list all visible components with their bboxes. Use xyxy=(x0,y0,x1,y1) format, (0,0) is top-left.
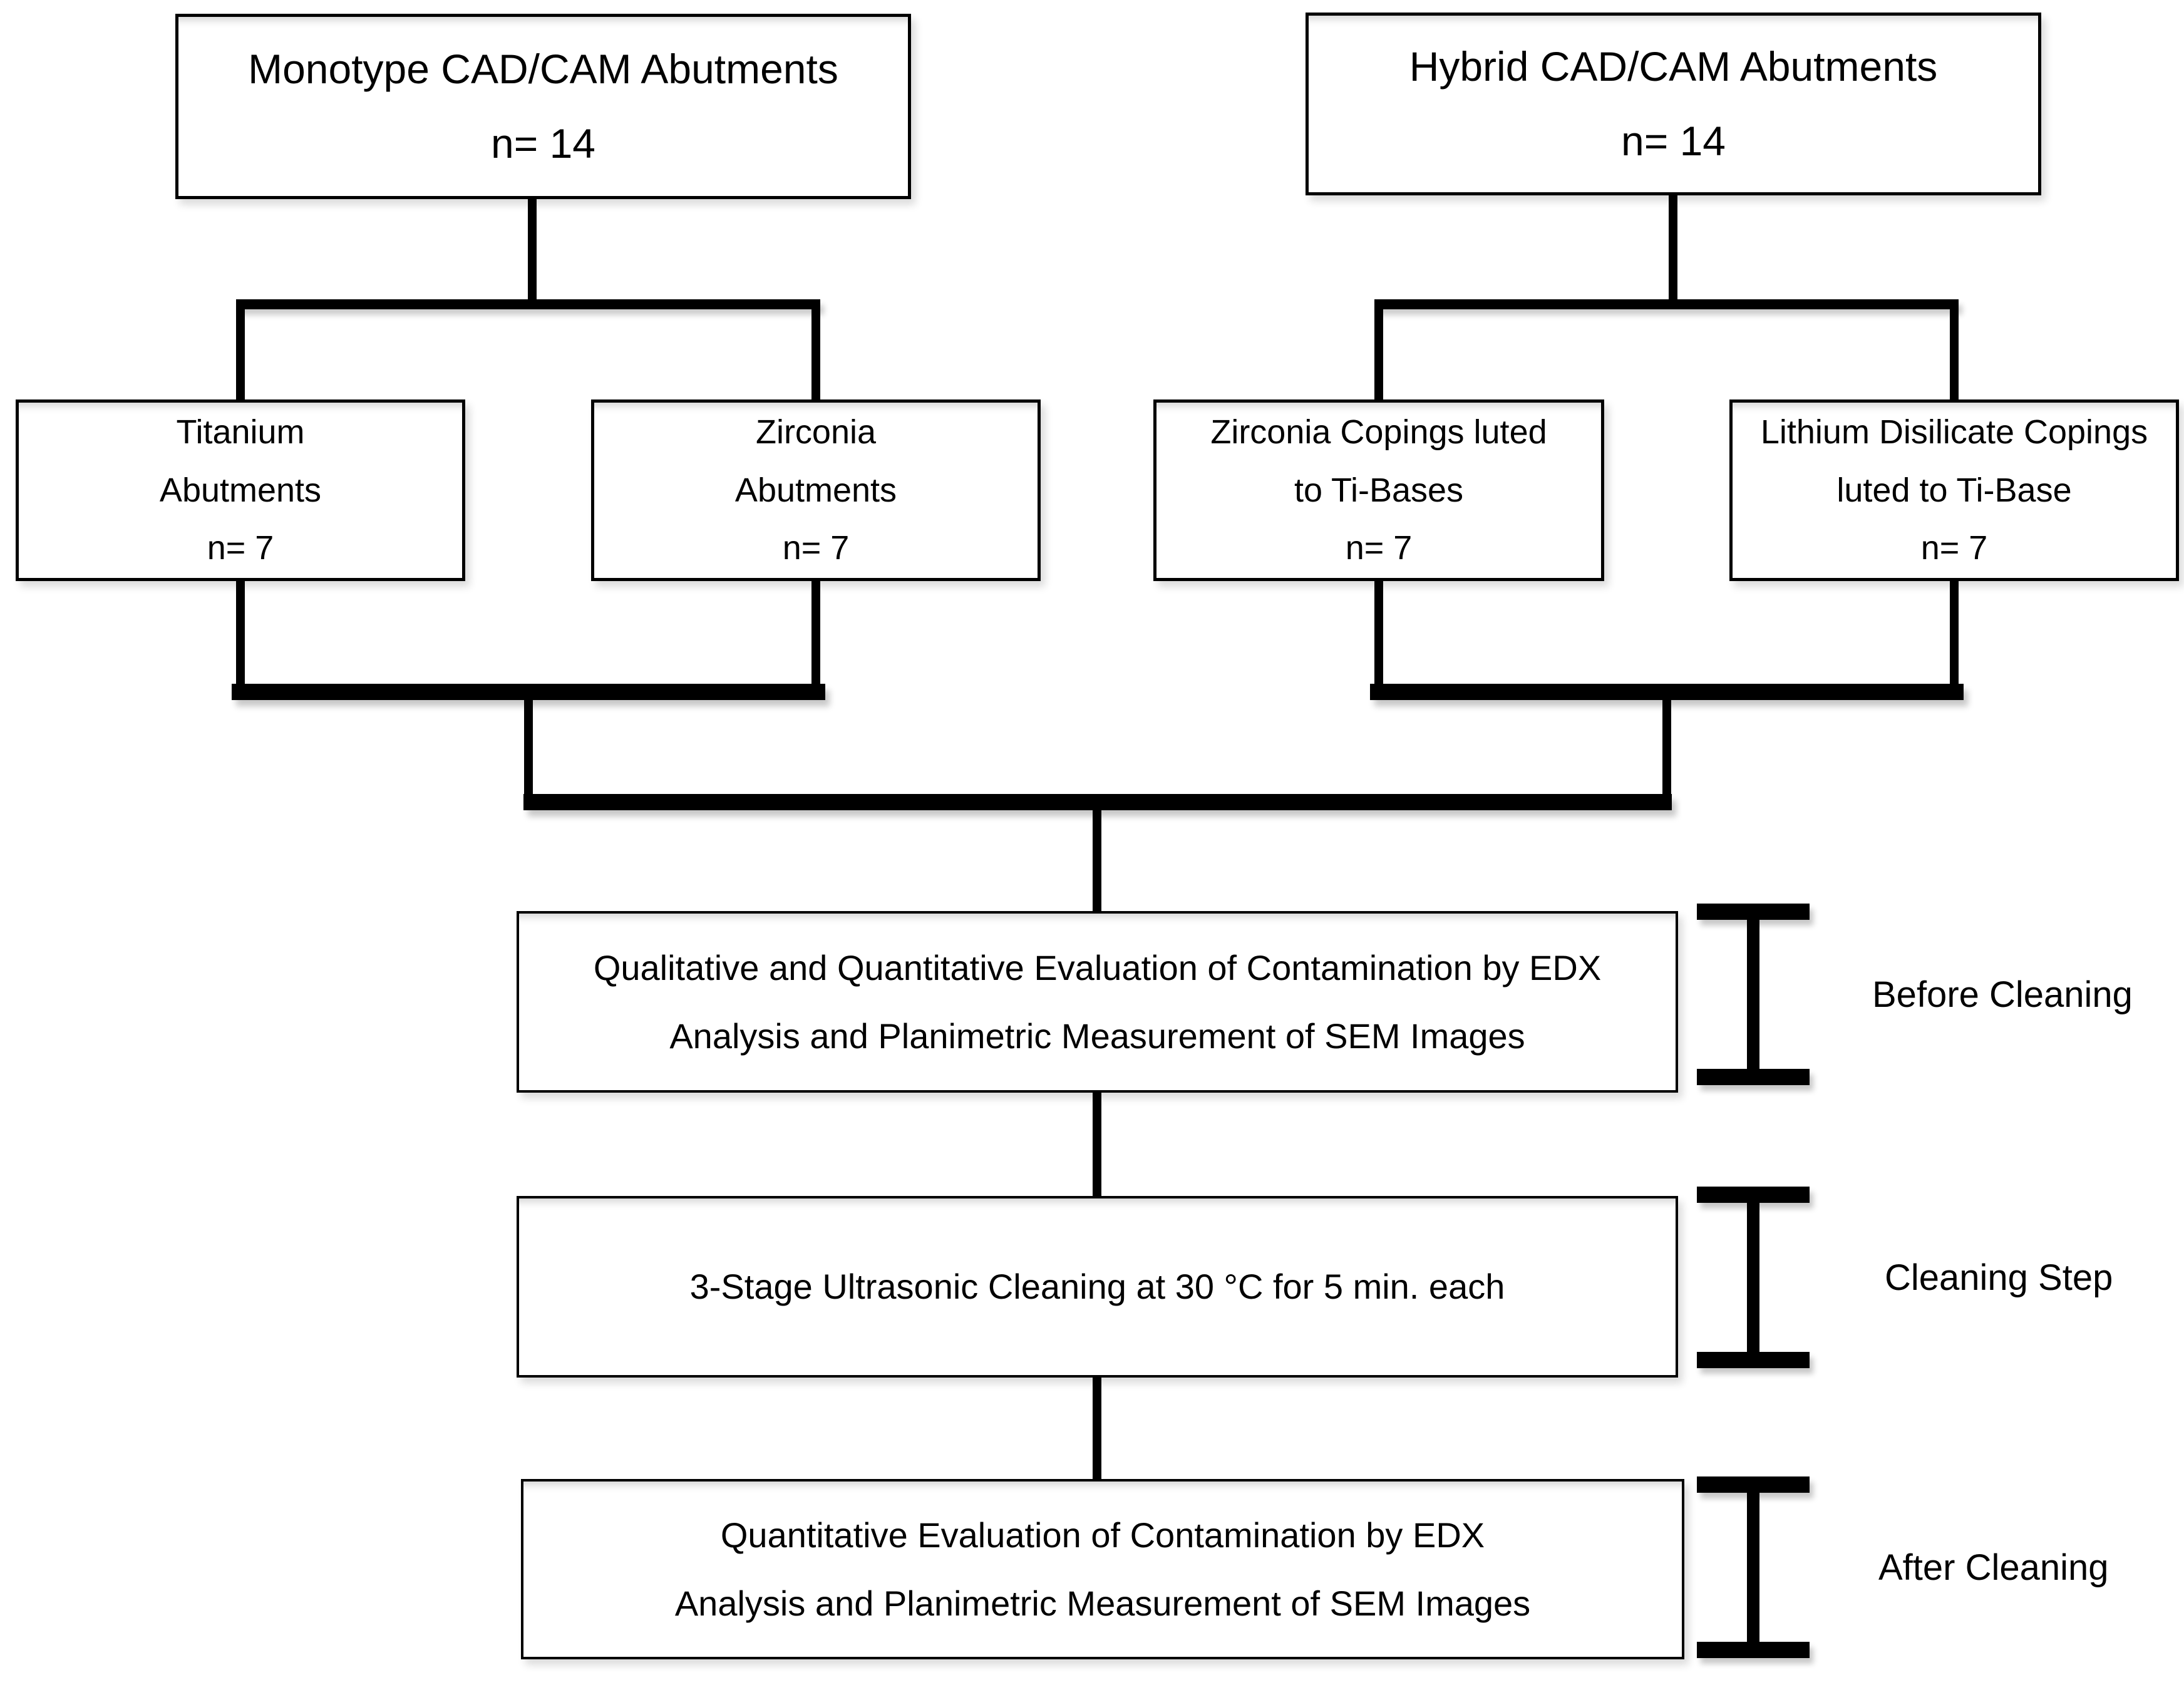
box-titanium-line1: Titanium xyxy=(176,413,305,451)
box-evaluation-after: Quantitative Evaluation of Contamination… xyxy=(521,1479,1684,1659)
box-monotype-line2: n= 14 xyxy=(491,120,595,167)
box-zirconia-copings-line1: Zirconia Copings luted xyxy=(1210,413,1547,451)
stage-label-before-cleaning: Before Cleaning xyxy=(1872,974,2133,1015)
box-monotype-line1: Monotype CAD/CAM Abutments xyxy=(248,46,838,93)
box-zirconia-line2: Abutments xyxy=(734,471,897,509)
connector-merge-right-stem xyxy=(1662,700,1671,810)
bracket-stem xyxy=(1747,1199,1759,1356)
box-lithium-disilicate-copings: Lithium Disilicate Copings luted to Ti-B… xyxy=(1729,399,2179,581)
box-eval-before-line2: Analysis and Planimetric Measurement of … xyxy=(669,1016,1525,1056)
bracket-stem xyxy=(1747,916,1759,1073)
connector-central-stem xyxy=(1093,810,1101,912)
bracket-bottom-cap xyxy=(1697,1069,1810,1085)
connector-lithium-down xyxy=(1950,579,1959,700)
connector-hybrid-branch-bar xyxy=(1374,299,1959,309)
connector-monotype-stem xyxy=(528,198,537,309)
box-eval-after-line1: Quantitative Evaluation of Contamination… xyxy=(720,1515,1485,1555)
connector-merge-left-stem xyxy=(524,700,533,810)
bracket-bottom-cap xyxy=(1697,1642,1810,1658)
bracket-bottom-cap xyxy=(1697,1352,1810,1368)
box-titanium-line2: Abutments xyxy=(159,471,322,509)
stage-label-cleaning-step: Cleaning Step xyxy=(1885,1257,2113,1298)
box-zirconia-abutments: Zirconia Abutments n= 7 xyxy=(591,399,1041,581)
connector-drop-lithium xyxy=(1950,299,1959,402)
stage-label-after-cleaning: After Cleaning xyxy=(1878,1547,2109,1588)
stage-bracket-before-cleaning-icon xyxy=(1697,904,1810,1085)
box-hybrid-line1: Hybrid CAD/CAM Abutments xyxy=(1409,43,1938,90)
connector-drop-zirconia-copings xyxy=(1374,299,1383,402)
box-lithium-line3: n= 7 xyxy=(1920,529,1988,567)
box-zirconia-copings: Zirconia Copings luted to Ti-Bases n= 7 xyxy=(1153,399,1604,581)
merge-bar-central xyxy=(523,794,1672,810)
connector-monotype-branch-bar xyxy=(236,299,820,309)
connector-titanium-down xyxy=(236,579,245,700)
connector-drop-titanium xyxy=(236,299,245,402)
connector-drop-zirconia xyxy=(811,299,820,402)
box-titanium-abutments: Titanium Abutments n= 7 xyxy=(16,399,465,581)
box-zirconia-copings-line2: to Ti-Bases xyxy=(1294,471,1464,509)
box-hybrid-abutments: Hybrid CAD/CAM Abutments n= 14 xyxy=(1306,13,2041,195)
merge-bar-right xyxy=(1370,684,1964,700)
connector-hybrid-stem xyxy=(1669,194,1677,309)
box-titanium-line3: n= 7 xyxy=(207,529,274,567)
box-eval-after-line2: Analysis and Planimetric Measurement of … xyxy=(674,1584,1531,1623)
box-zirconia-copings-line3: n= 7 xyxy=(1345,529,1413,567)
box-lithium-line2: luted to Ti-Base xyxy=(1836,471,2072,509)
box-cleaning-step: 3-Stage Ultrasonic Cleaning at 30 °C for… xyxy=(517,1196,1678,1378)
connector-cleaning-to-after xyxy=(1093,1376,1101,1480)
bracket-stem xyxy=(1747,1489,1759,1646)
box-eval-before-line1: Qualitative and Quantitative Evaluation … xyxy=(593,947,1602,987)
connector-before-to-cleaning xyxy=(1093,1091,1101,1197)
box-hybrid-line2: n= 14 xyxy=(1621,118,1726,164)
box-zirconia-line3: n= 7 xyxy=(782,529,850,567)
connector-zirconia-down xyxy=(811,579,820,700)
merge-bar-left xyxy=(232,684,825,700)
connector-zirconia-copings-down xyxy=(1374,579,1383,700)
stage-bracket-after-cleaning-icon xyxy=(1697,1476,1810,1658)
box-monotype-abutments: Monotype CAD/CAM Abutments n= 14 xyxy=(175,14,911,199)
box-cleaning-line1: 3-Stage Ultrasonic Cleaning at 30 °C for… xyxy=(689,1267,1505,1307)
stage-bracket-cleaning-step-icon xyxy=(1697,1187,1810,1368)
box-zirconia-line1: Zirconia xyxy=(755,413,877,451)
box-evaluation-before: Qualitative and Quantitative Evaluation … xyxy=(517,911,1678,1093)
box-lithium-line1: Lithium Disilicate Copings xyxy=(1760,413,2148,451)
